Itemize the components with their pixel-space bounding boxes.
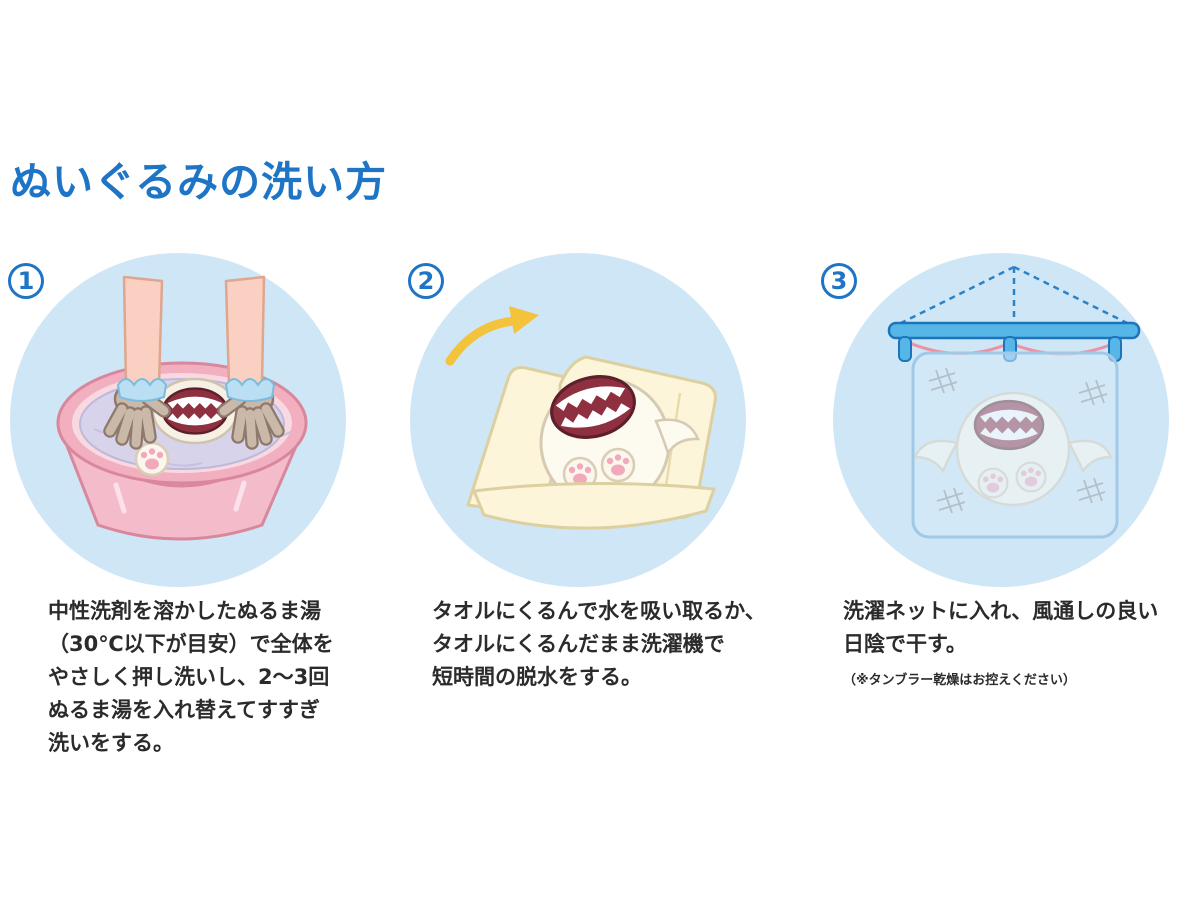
plush-mouth-icon: [161, 387, 229, 435]
step-1-illustration-bubble: [10, 253, 346, 587]
plush-paw-icon: [134, 441, 170, 477]
step-1-caption: 中性洗剤を溶かしたぬるま湯 （30℃以下が目安）で全体を やさしく押し洗いし、2…: [48, 595, 348, 763]
step-1-number: 1: [17, 267, 35, 295]
net-mesh-marks: [928, 367, 1108, 514]
laundry-net-drying-illustration: [833, 253, 1169, 587]
step-3-note: （※タンブラー乾燥はお控えください）: [843, 673, 1076, 688]
wash-basin-illustration: [10, 253, 346, 587]
laundry-net: [911, 351, 1119, 539]
step-2-illustration-bubble: [410, 253, 746, 587]
hanger-bar: [887, 321, 1141, 340]
plush-paw-icon: [600, 447, 636, 483]
plush-mouth-icon: [550, 375, 636, 439]
step-2-caption-text: タオルにくるんで水を吸い取るか、 タオルにくるんだまま洗濯機で 短時間の脱水をす…: [432, 599, 766, 689]
page-title: ぬいぐるみの洗い方: [10, 158, 388, 206]
towel-wrap-illustration: [410, 253, 746, 587]
step-3-caption-text: 洗濯ネットに入れ、風通しの良い 日陰で干す。: [843, 599, 1159, 656]
step-2-number: 2: [417, 267, 435, 295]
step-2-number-badge: 2: [408, 263, 444, 299]
step-2-caption: タオルにくるんで水を吸い取るか、 タオルにくるんだまま洗濯機で 短時間の脱水をす…: [432, 595, 772, 697]
right-arm: [224, 275, 266, 392]
plush-head: [151, 377, 239, 445]
step-3-illustration-bubble: [833, 253, 1169, 587]
plush: [539, 375, 700, 509]
wrist-water-cuffs: [116, 378, 276, 402]
towel-front: [472, 481, 716, 530]
left-arm: [122, 275, 164, 392]
step-1-caption-text: 中性洗剤を溶かしたぬるま湯 （30℃以下が目安）で全体を やさしく押し洗いし、2…: [48, 599, 334, 755]
step-3-caption: 洗濯ネットに入れ、風通しの良い 日陰で干す。 （※タンブラー乾燥はお控えください）: [843, 595, 1188, 697]
step-1-number-badge: 1: [8, 263, 44, 299]
plush-paw-icon: [562, 456, 598, 492]
hands: [103, 382, 285, 450]
clip-icon: [898, 336, 912, 362]
step-3-number: 3: [830, 267, 848, 295]
plush-wing-icon: [654, 418, 700, 456]
hanger-strings: [896, 265, 1132, 327]
curved-arrow-icon: [445, 306, 539, 366]
step-3-number-badge: 3: [821, 263, 857, 299]
